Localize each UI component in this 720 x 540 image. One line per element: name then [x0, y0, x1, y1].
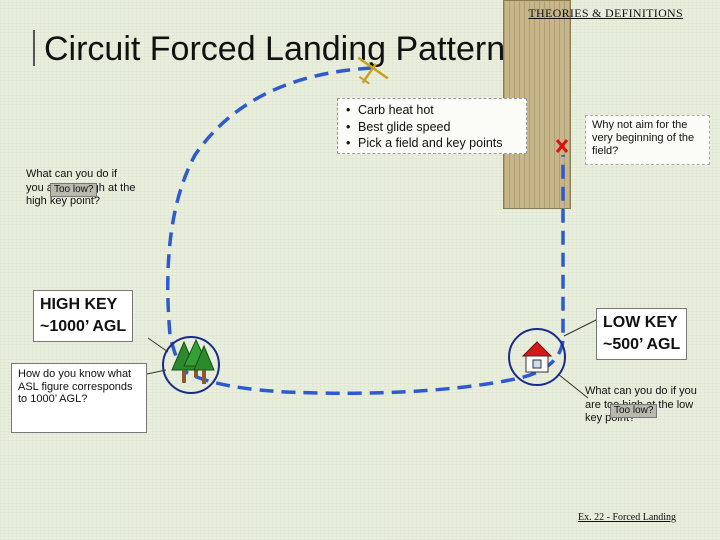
why-not-beginning-note: Why not aim for the very beginning of th… [585, 115, 710, 165]
page-title: Circuit Forced Landing Pattern [44, 30, 506, 68]
too-low-overlay-low: Too low? [610, 404, 658, 418]
low-key-circle [508, 328, 566, 386]
checklist-box: Carb heat hot Best glide speed Pick a fi… [337, 98, 527, 154]
aircraft-icon [357, 56, 389, 85]
aim-point-x-icon [555, 139, 569, 153]
checklist-item: Carb heat hot [346, 102, 526, 119]
high-key-altitude: ~1000’ AGL [40, 318, 127, 335]
section-header: THEORIES & DEFINITIONS [528, 6, 683, 20]
glide-path [166, 66, 565, 395]
high-key-circle [162, 336, 220, 394]
too-low-overlay-high: Too low? [50, 183, 98, 197]
low-key-altitude: ~500’ AGL [603, 336, 681, 353]
footer-caption: Ex. 22 - Forced Landing [578, 512, 677, 523]
asl-question-box: How do you know what ASL figure correspo… [11, 363, 147, 433]
low-key-label: LOW KEY ~500’ AGL [596, 308, 688, 360]
asl-leader [146, 369, 167, 375]
checklist-item: Pick a field and key points [346, 135, 526, 152]
house-icon [521, 341, 553, 373]
high-key-label: HIGH KEY ~1000’ AGL [33, 290, 134, 342]
checklist-item: Best glide speed [346, 119, 526, 136]
low-question-leader [557, 373, 589, 399]
low-key-title: LOW KEY [603, 314, 678, 331]
high-key-leader [147, 337, 169, 353]
low-key-leader [563, 319, 597, 337]
trees-icon [171, 338, 215, 384]
high-key-title: HIGH KEY [40, 296, 118, 313]
title-frame [33, 30, 595, 66]
